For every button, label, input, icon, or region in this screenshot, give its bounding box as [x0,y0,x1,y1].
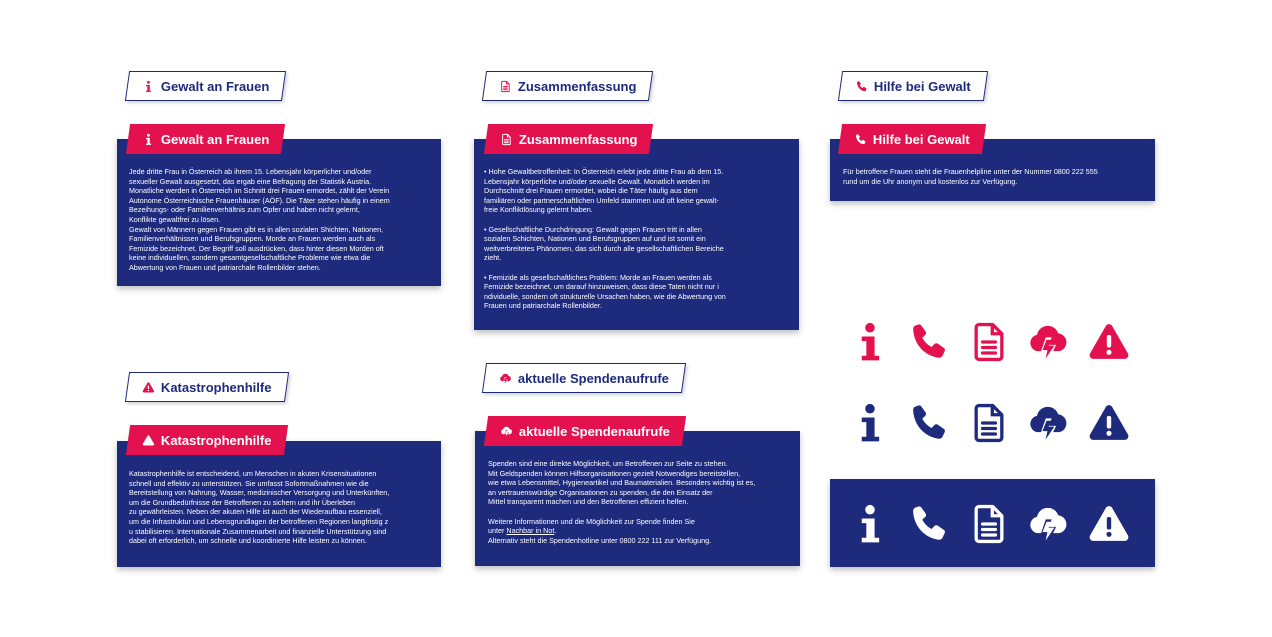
phone-icon [906,320,950,364]
tag-spendenaufrufe-outline: aktuelle Spendenaufrufe [481,363,687,393]
tag-label: Hilfe bei Gewalt [874,78,971,94]
document-icon [499,80,512,93]
card-text: Spenden sind eine direkte Möglichkeit, u… [488,459,756,507]
tag-label: Katastrophenhilfe [161,379,272,395]
storm-cloud-icon [1026,320,1070,364]
tag-label: Hilfe bei Gewalt [873,131,970,147]
phone-icon [906,502,950,546]
link-prefix: unter [488,526,507,536]
card-text: Jede dritte Frau in Österreich ab ihrem … [129,167,390,224]
phone-icon [854,133,867,146]
tag-label: aktuelle Spendenaufrufe [519,423,670,439]
phone-icon [855,80,868,93]
tag-label: Gewalt an Frauen [161,78,270,94]
info-icon [142,133,155,146]
card-text: Alternativ steht die Spendenhotline unte… [488,535,712,545]
tag-katastrophenhilfe-outline: Katastrophenhilfe [124,372,289,402]
warning-icon [142,381,155,394]
tag-gewalt-an-frauen-outline: Gewalt an Frauen [124,71,287,101]
tag-gewalt-an-frauen-solid: Gewalt an Frauen [125,124,286,154]
info-icon [848,320,892,364]
card-bullet: • Gesellschaftliche Durchdringung: Gewal… [484,224,724,263]
warning-icon [1087,320,1131,364]
card-zusammenfassung: • Hohe Gewaltbetroffenheit: In Österreic… [474,139,799,330]
card-text: Gewalt von Männern gegen Frauen gibt es … [129,224,384,272]
phone-icon [906,401,950,445]
card-text: unter Nachbar in Not. [488,526,787,536]
tag-label: Gewalt an Frauen [161,131,270,147]
nachbar-in-not-link[interactable]: Nachbar in Not [506,526,555,536]
card-bullet: • Femizide als gesellschaftliches Proble… [484,272,726,311]
tag-label: Zusammenfassung [518,78,637,94]
info-icon [848,502,892,546]
tag-zusammenfassung-outline: Zusammenfassung [481,71,654,101]
tag-label: Zusammenfassung [519,131,638,147]
storm-cloud-icon [499,372,512,385]
document-icon [500,133,513,146]
tag-zusammenfassung-solid: Zusammenfassung [483,124,654,154]
tag-label: Katastrophenhilfe [161,432,272,448]
document-icon [967,320,1011,364]
warning-icon [142,434,155,447]
card-spendenaufrufe: Spenden sind eine direkte Möglichkeit, u… [475,431,800,566]
tag-label: aktuelle Spendenaufrufe [518,370,669,386]
tag-hilfe-bei-gewalt-outline: Hilfe bei Gewalt [837,71,988,101]
tag-hilfe-bei-gewalt-solid: Hilfe bei Gewalt [837,124,986,154]
tag-spendenaufrufe-solid: aktuelle Spendenaufrufe [483,416,687,446]
card-text: Für betroffene Frauen steht die Frauenhe… [843,167,1098,186]
info-icon [142,80,155,93]
storm-cloud-icon [500,425,513,438]
card-text: Weitere Informationen und die Möglichkei… [488,516,695,526]
link-suffix: . [554,526,557,536]
tag-katastrophenhilfe-solid: Katastrophenhilfe [125,425,288,455]
document-icon [967,401,1011,445]
storm-cloud-icon [1026,401,1070,445]
warning-icon [1087,401,1131,445]
card-bullet: • Hohe Gewaltbetroffenheit: In Österreic… [484,167,724,215]
card-katastrophenhilfe: Katastrophenhilfe ist entscheidend, um M… [117,441,441,567]
warning-icon [1087,502,1131,546]
card-gewalt-an-frauen: Jede dritte Frau in Österreich ab ihrem … [117,139,441,286]
card-text: Katastrophenhilfe ist entscheidend, um M… [129,469,390,546]
storm-cloud-icon [1026,502,1070,546]
document-icon [967,502,1011,546]
info-icon [848,401,892,445]
